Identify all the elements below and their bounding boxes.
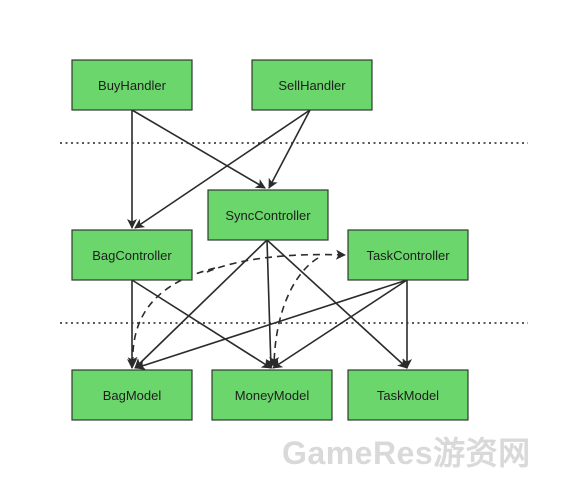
edge-sell-handler-to-bag-controller (134, 109, 311, 229)
node-money-model[interactable]: MoneyModel (211, 369, 333, 421)
node-label: BuyHandler (98, 78, 167, 93)
edge-task-controller-to-bag-model (135, 279, 408, 370)
node-sell-handler[interactable]: SellHandler (251, 59, 373, 111)
node-label: BagController (92, 248, 172, 263)
edge-sync-controller-to-bag-model-dashed (127, 267, 216, 367)
edge-bag-controller-to-money-model (131, 279, 272, 369)
edge-sell-handler-to-sync-controller (268, 109, 311, 189)
watermark: GameRes游资网 (282, 435, 531, 471)
node-task-controller[interactable]: TaskController (347, 229, 469, 281)
edges (127, 109, 412, 370)
edge-sync-controller-to-task-model (266, 239, 408, 369)
edge-task-controller-to-money-model (272, 279, 408, 369)
node-label: BagModel (103, 388, 162, 403)
edge-buy-handler-to-sync-controller (131, 109, 266, 189)
node-bag-controller[interactable]: BagController (71, 229, 193, 281)
node-task-model[interactable]: TaskModel (347, 369, 469, 421)
node-bag-model[interactable]: BagModel (71, 369, 193, 421)
node-label: TaskModel (377, 388, 439, 403)
node-sync-controller[interactable]: SyncController (207, 189, 329, 241)
node-label: SyncController (225, 208, 311, 223)
edge-task-controller-to-money-model-dashed (269, 257, 319, 367)
node-buy-handler[interactable]: BuyHandler (71, 59, 193, 111)
edge-sync-controller-to-money-model (265, 239, 276, 369)
node-label: TaskController (366, 248, 450, 263)
node-label: SellHandler (278, 78, 346, 93)
edge-sync-controller-to-task-controller-dashed (206, 249, 346, 273)
node-label: MoneyModel (235, 388, 310, 403)
